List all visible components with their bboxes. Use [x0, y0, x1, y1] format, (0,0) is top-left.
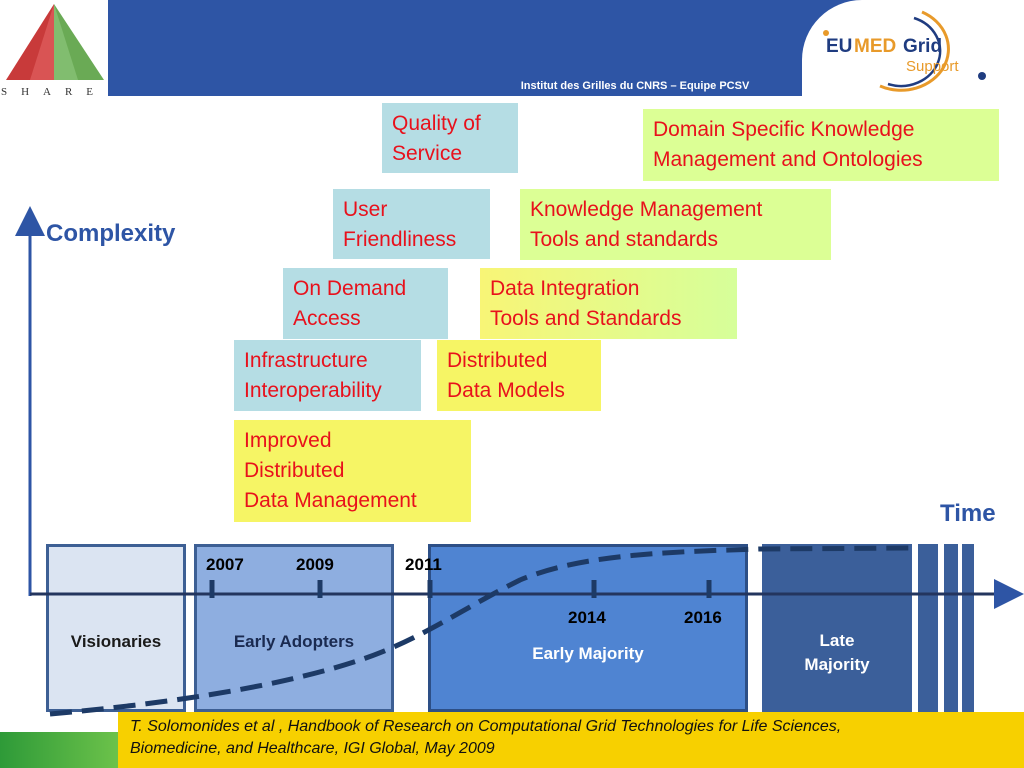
box-domain-specific-knowledge: Domain Specific Knowledge Management and…	[643, 109, 999, 181]
box-line: Data Models	[447, 379, 565, 402]
x-axis-label: Time	[940, 500, 996, 527]
box-line: Interoperability	[244, 379, 382, 402]
header-subtitle: Institut des Grilles du CNRS – Equipe PC…	[520, 80, 750, 92]
box-distributed-data-models: Distributed Data Models	[437, 340, 601, 411]
citation-box: T. Solomonides et al , Handbook of Resea…	[118, 712, 1024, 768]
share-pyramid-icon	[6, 4, 104, 80]
box-line: Tools and Standards	[490, 307, 682, 330]
box-line: Service	[392, 142, 463, 165]
box-line: Management and Ontologies	[653, 148, 923, 171]
year-label-2007: 2007	[206, 555, 244, 574]
footer-green-strip	[0, 732, 118, 768]
share-logo	[0, 0, 108, 98]
year-label-2014: 2014	[568, 608, 606, 627]
box-line: Quality of	[392, 112, 481, 135]
phase-label-early-adopters: Early Adopters	[233, 632, 355, 651]
phase-early-majority	[428, 544, 748, 712]
box-line: On Demand	[293, 277, 407, 300]
year-label-2011: 2011	[405, 555, 442, 574]
phase-label-late-line1: Late	[819, 631, 855, 650]
box-line: Friendliness	[343, 228, 457, 251]
phase-late-majority	[762, 544, 912, 712]
adoption-curve	[49, 545, 916, 717]
box-line: Improved	[244, 429, 332, 452]
box-on-demand-access: On Demand Access	[283, 268, 448, 339]
y-axis-label: Complexity	[46, 220, 176, 247]
phase-label-visionaries: Visionaries	[70, 632, 162, 651]
box-line: Knowledge Management	[530, 198, 763, 221]
box-knowledge-management: Knowledge Management Tools and standards	[520, 189, 831, 260]
box-quality-of-service: Quality of Service	[382, 103, 518, 173]
box-line: Data Integration	[490, 277, 640, 300]
box-improved-distributed-data-management: Improved Distributed Data Management	[234, 420, 471, 522]
citation-line: Biomedicine, and Healthcare, IGI Global,…	[130, 740, 495, 757]
box-line: Distributed	[447, 349, 548, 372]
phase-early-adopters	[194, 544, 394, 712]
phase-label-early-majority: Early Majority	[532, 644, 644, 663]
svg-text:MED: MED	[854, 36, 896, 57]
year-label-2016: 2016	[684, 608, 722, 627]
phase-visionaries	[46, 544, 186, 712]
box-line: Tools and standards	[530, 228, 718, 251]
eumedgrid-logo-icon: EU MED Grid Support	[823, 10, 986, 92]
box-user-friendliness: User Friendliness	[333, 189, 490, 259]
box-line: Access	[293, 307, 361, 330]
box-line: Distributed	[244, 459, 345, 482]
phase-label-late-line2: Majority	[804, 655, 870, 674]
phase-laggards-bar	[918, 544, 938, 712]
box-line: User	[343, 198, 388, 221]
phase-laggards-bar	[962, 544, 974, 712]
phase-laggards-bar	[944, 544, 958, 712]
year-label-2009: 2009	[296, 555, 334, 574]
phase-label-late-majority: Late Majority	[762, 629, 912, 677]
svg-text:EU: EU	[826, 36, 852, 57]
box-infrastructure-interoperability: Infrastructure Interoperability	[234, 340, 421, 411]
box-data-integration: Data Integration Tools and Standards	[480, 268, 737, 339]
svg-text:Support: Support	[906, 58, 959, 75]
box-line: Domain Specific Knowledge	[653, 118, 915, 141]
share-logo-text: SHARE	[0, 86, 108, 98]
box-line: Infrastructure	[244, 349, 368, 372]
box-line: Data Management	[244, 489, 417, 512]
citation-line: T. Solomonides et al , Handbook of Resea…	[130, 718, 842, 735]
svg-text:Grid: Grid	[903, 36, 942, 57]
eumedgrid-logo: EU MED Grid Support	[802, 0, 1024, 96]
